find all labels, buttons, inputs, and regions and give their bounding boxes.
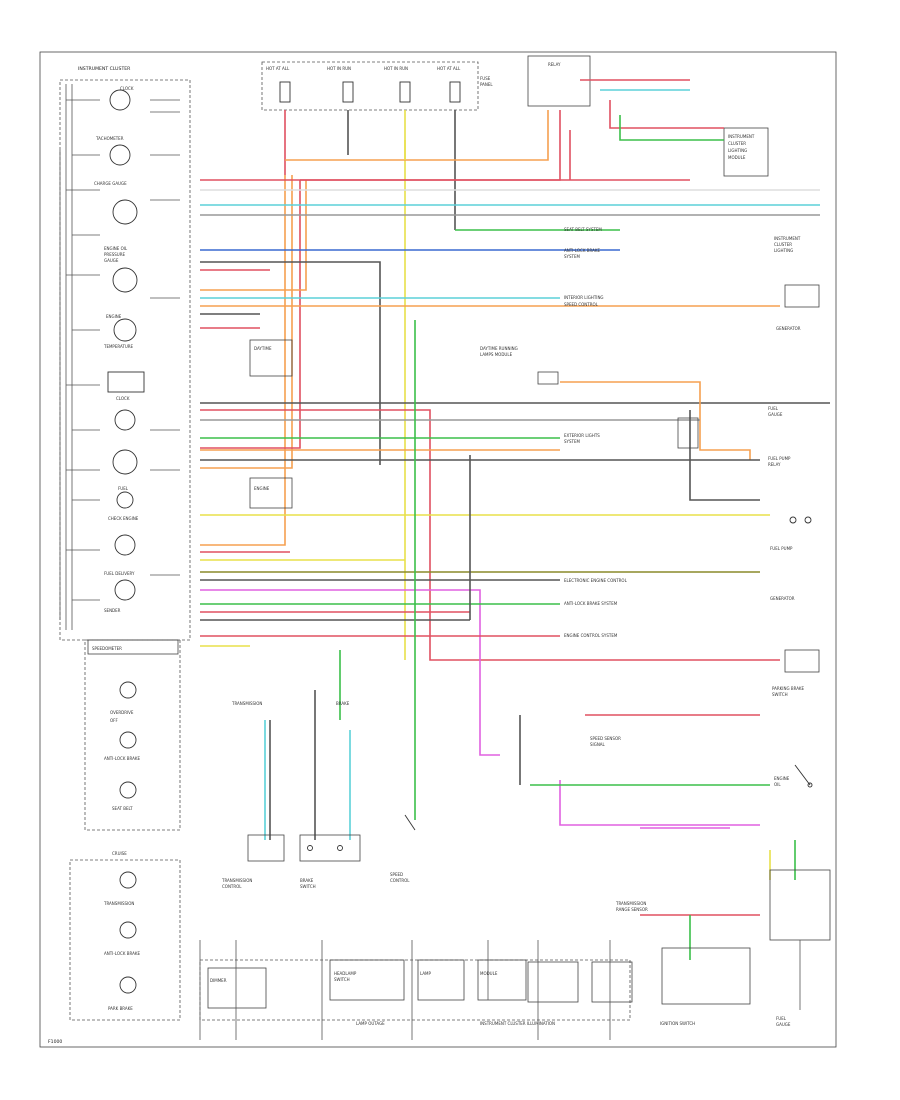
svg-text:HOT IN RUN: HOT IN RUN (384, 66, 408, 71)
svg-text:CLUSTER: CLUSTER (728, 141, 746, 146)
mid-modules: DAYTIME ENGINE (249, 339, 699, 509)
svg-text:GAUGE: GAUGE (776, 1022, 791, 1027)
svg-text:SPEED SENSOR: SPEED SENSOR (590, 736, 621, 741)
instrument-cluster: CLOCK TACHOMETER CHARGE GAUGE ENGINE OIL P… (59, 79, 191, 641)
svg-text:ENGINE: ENGINE (106, 314, 122, 319)
svg-text:ANTI-LOCK BRAKE: ANTI-LOCK BRAKE (564, 248, 600, 253)
diagram-frame (39, 51, 837, 1048)
svg-text:PRESSURE: PRESSURE (104, 252, 126, 257)
svg-text:PARK BRAKE: PARK BRAKE (108, 1006, 133, 1011)
svg-text:FUEL PUMP: FUEL PUMP (770, 546, 793, 551)
svg-text:TEMPERATURE: TEMPERATURE (103, 344, 134, 349)
svg-text:BRAKE: BRAKE (336, 701, 350, 706)
svg-text:INSTRUMENT: INSTRUMENT (728, 134, 755, 139)
svg-text:LIGHTING: LIGHTING (774, 248, 793, 253)
svg-text:INSTRUMENT CLUSTER ILLUMINATIO: INSTRUMENT CLUSTER ILLUMINATION (480, 1021, 555, 1026)
svg-text:INSTRUMENT: INSTRUMENT (774, 236, 801, 241)
svg-text:OVERDRIVE: OVERDRIVE (110, 710, 134, 715)
svg-text:HOT AT ALL: HOT AT ALL (266, 66, 290, 71)
svg-text:FUSE: FUSE (480, 76, 491, 81)
svg-text:LIGHTING: LIGHTING (728, 148, 747, 153)
svg-text:ENGINE OIL: ENGINE OIL (104, 246, 128, 251)
svg-text:SPEED: SPEED (390, 872, 403, 877)
svg-text:FUEL: FUEL (768, 406, 779, 411)
svg-text:HOT AT ALL: HOT AT ALL (437, 66, 461, 71)
svg-text:FUEL PUMP: FUEL PUMP (768, 456, 791, 461)
svg-text:IGNITION SWITCH: IGNITION SWITCH (660, 1021, 695, 1026)
svg-text:LAMP: LAMP (420, 971, 432, 976)
svg-text:CLOCK: CLOCK (116, 396, 130, 401)
svg-text:SYSTEM: SYSTEM (564, 439, 580, 444)
svg-text:FUEL: FUEL (776, 1016, 787, 1021)
svg-text:INTERIOR LIGHTING: INTERIOR LIGHTING (564, 295, 604, 300)
svg-text:EXTERIOR LIGHTS: EXTERIOR LIGHTS (564, 433, 600, 438)
svg-text:GAUGE: GAUGE (768, 412, 783, 417)
svg-text:TACHOMETER: TACHOMETER (95, 136, 124, 141)
svg-text:SYSTEM: SYSTEM (564, 254, 580, 259)
svg-text:GENERATOR: GENERATOR (776, 326, 801, 331)
svg-text:LAMP OUTAGE: LAMP OUTAGE (356, 1021, 385, 1026)
wires (200, 79, 830, 960)
header-label: INSTRUMENT CLUSTER (78, 66, 131, 72)
svg-text:HOT IN RUN: HOT IN RUN (327, 66, 351, 71)
svg-text:ANTI-LOCK BRAKE SYSTEM: ANTI-LOCK BRAKE SYSTEM (564, 601, 618, 606)
svg-text:RELAY: RELAY (768, 462, 781, 467)
mid-labels: SEAT BELT SYSTEM ANTI-LOCK BRAKE SYSTEM … (480, 227, 648, 912)
svg-text:SEAT BELT: SEAT BELT (112, 806, 133, 811)
svg-text:ANTI-LOCK BRAKE: ANTI-LOCK BRAKE (104, 756, 140, 761)
svg-text:LAMPS MODULE: LAMPS MODULE (480, 352, 513, 357)
svg-text:DAYTIME: DAYTIME (254, 346, 272, 351)
svg-text:RELAY: RELAY (548, 62, 561, 67)
cluster-lower: SPEEDOMETER OVERDRIVE OFF ANTI-LOCK BRAKE… (69, 639, 181, 1021)
svg-text:SPEED CONTROL: SPEED CONTROL (564, 302, 599, 307)
svg-text:SIGNAL: SIGNAL (590, 742, 606, 747)
svg-text:DIMMER: DIMMER (210, 978, 227, 983)
svg-text:TRANSMISSION: TRANSMISSION (103, 901, 134, 906)
svg-text:GENERATOR: GENERATOR (770, 596, 795, 601)
svg-text:ANTI-LOCK BRAKE: ANTI-LOCK BRAKE (104, 951, 140, 956)
svg-text:SENDER: SENDER (104, 608, 121, 613)
svg-text:CLUSTER: CLUSTER (774, 242, 792, 247)
svg-text:ELECTRONIC ENGINE CONTROL: ELECTRONIC ENGINE CONTROL (564, 578, 628, 583)
svg-text:CHECK ENGINE: CHECK ENGINE (108, 516, 139, 521)
svg-text:GAUGE: GAUGE (104, 258, 119, 263)
fuse-block: HOT AT ALL HOT IN RUN HOT IN RUN HOT AT AL… (261, 55, 769, 177)
svg-text:MODULE: MODULE (480, 971, 498, 976)
svg-text:SPEEDOMETER: SPEEDOMETER (92, 646, 122, 651)
svg-text:SWITCH: SWITCH (300, 884, 316, 889)
svg-text:OFF: OFF (110, 718, 118, 723)
svg-text:PARKING BRAKE: PARKING BRAKE (772, 686, 805, 691)
svg-text:SWITCH: SWITCH (772, 692, 788, 697)
svg-text:BRAKE: BRAKE (300, 878, 314, 883)
svg-text:RANGE SENSOR: RANGE SENSOR (616, 907, 648, 912)
svg-text:TRANSMISSION: TRANSMISSION (221, 878, 252, 883)
svg-text:CLOCK: CLOCK (120, 86, 134, 91)
svg-text:ENGINE CONTROL SYSTEM: ENGINE CONTROL SYSTEM (564, 633, 618, 638)
svg-text:ENGINE: ENGINE (774, 776, 790, 781)
footer-code: F1000 (48, 1039, 62, 1045)
svg-text:DAYTIME RUNNING: DAYTIME RUNNING (480, 346, 518, 351)
svg-text:CONTROL: CONTROL (390, 878, 410, 883)
svg-text:CHARGE GAUGE: CHARGE GAUGE (94, 181, 127, 186)
svg-text:CONTROL: CONTROL (222, 884, 242, 889)
svg-text:PANEL: PANEL (480, 82, 493, 87)
svg-text:TRANSMISSION: TRANSMISSION (615, 901, 646, 906)
svg-text:FUEL DELIVERY: FUEL DELIVERY (104, 571, 135, 576)
svg-text:SEAT BELT SYSTEM: SEAT BELT SYSTEM (564, 227, 602, 232)
svg-text:OIL: OIL (774, 782, 781, 787)
svg-text:FUEL: FUEL (118, 486, 129, 491)
svg-text:MODULE: MODULE (728, 155, 746, 160)
svg-text:HEADLAMP: HEADLAMP (334, 971, 357, 976)
svg-text:SWITCH: SWITCH (334, 977, 350, 982)
svg-text:CRUISE: CRUISE (112, 851, 127, 856)
svg-text:TRANSMISSION: TRANSMISSION (231, 701, 262, 706)
svg-text:ENGINE: ENGINE (254, 486, 270, 491)
